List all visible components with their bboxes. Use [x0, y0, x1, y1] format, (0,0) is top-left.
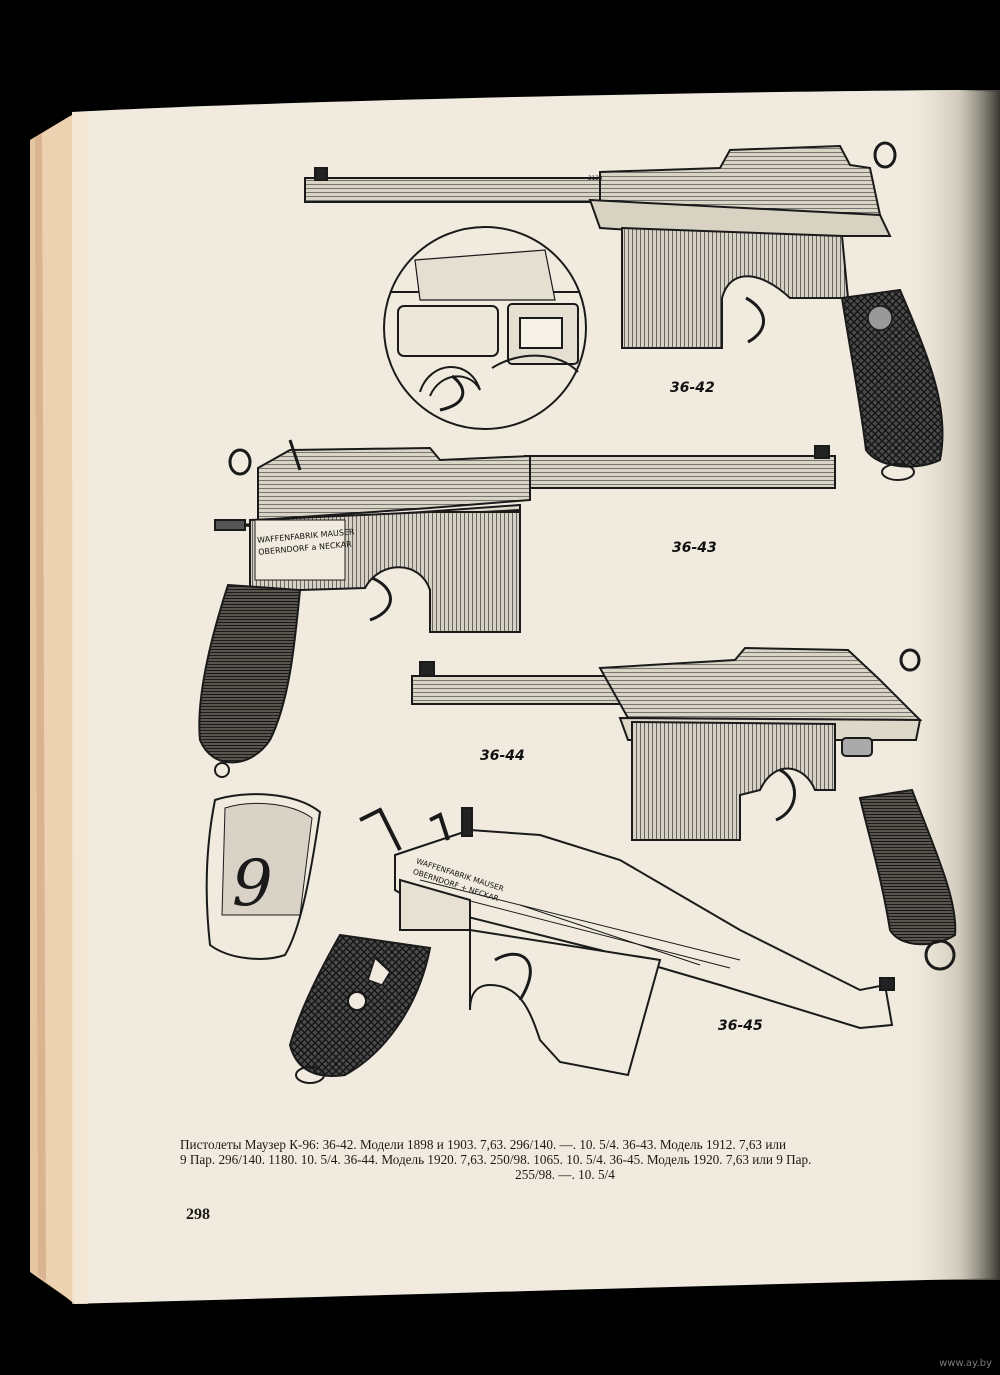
- figure-label-36-43: 36-43: [672, 540, 717, 556]
- pistol-36-42: 2133: [304, 141, 944, 481]
- spine-shadow: [900, 90, 1000, 1280]
- magazine-36-44: [631, 720, 836, 841]
- pistol-36-43: [198, 439, 836, 778]
- figure-caption: Пистолеты Маузер К-96: 36-42. Модели 189…: [180, 1137, 950, 1182]
- pistol-36-45: [288, 807, 895, 1084]
- grip-panel-detail: 9: [205, 793, 322, 960]
- grip-36-43: [198, 583, 302, 764]
- barrel-36-43: [524, 455, 836, 489]
- caption-line-3: 255/98. —. 10. 5/4: [515, 1167, 615, 1182]
- grip-panel-numeral: 9: [232, 847, 273, 921]
- caption-line-1: Пистолеты Маузер К-96: 36-42. Модели 189…: [180, 1137, 787, 1152]
- figure-label-36-42: 36-42: [670, 380, 715, 396]
- page-number: 298: [186, 1206, 210, 1223]
- barrel-36-42: [304, 177, 606, 203]
- figure-label-36-44: 36-44: [480, 748, 525, 764]
- svg-text:2133: 2133: [588, 175, 603, 182]
- page-edge-stack: [30, 114, 74, 1303]
- caption-line-2: 9 Пар. 296/140. 1180. 10. 5/4. 36-44. Мо…: [180, 1152, 812, 1167]
- pistol-36-44: [411, 646, 957, 971]
- watermark: www.ay.by: [939, 1358, 992, 1369]
- barrel-36-44: [411, 675, 638, 705]
- magazine-36-45: [469, 928, 662, 1077]
- figure-label-36-45: 36-45: [718, 1018, 763, 1034]
- grip-36-44: [858, 788, 957, 946]
- trigger-detail-inset: [383, 226, 587, 430]
- magazine-36-42: [621, 226, 850, 349]
